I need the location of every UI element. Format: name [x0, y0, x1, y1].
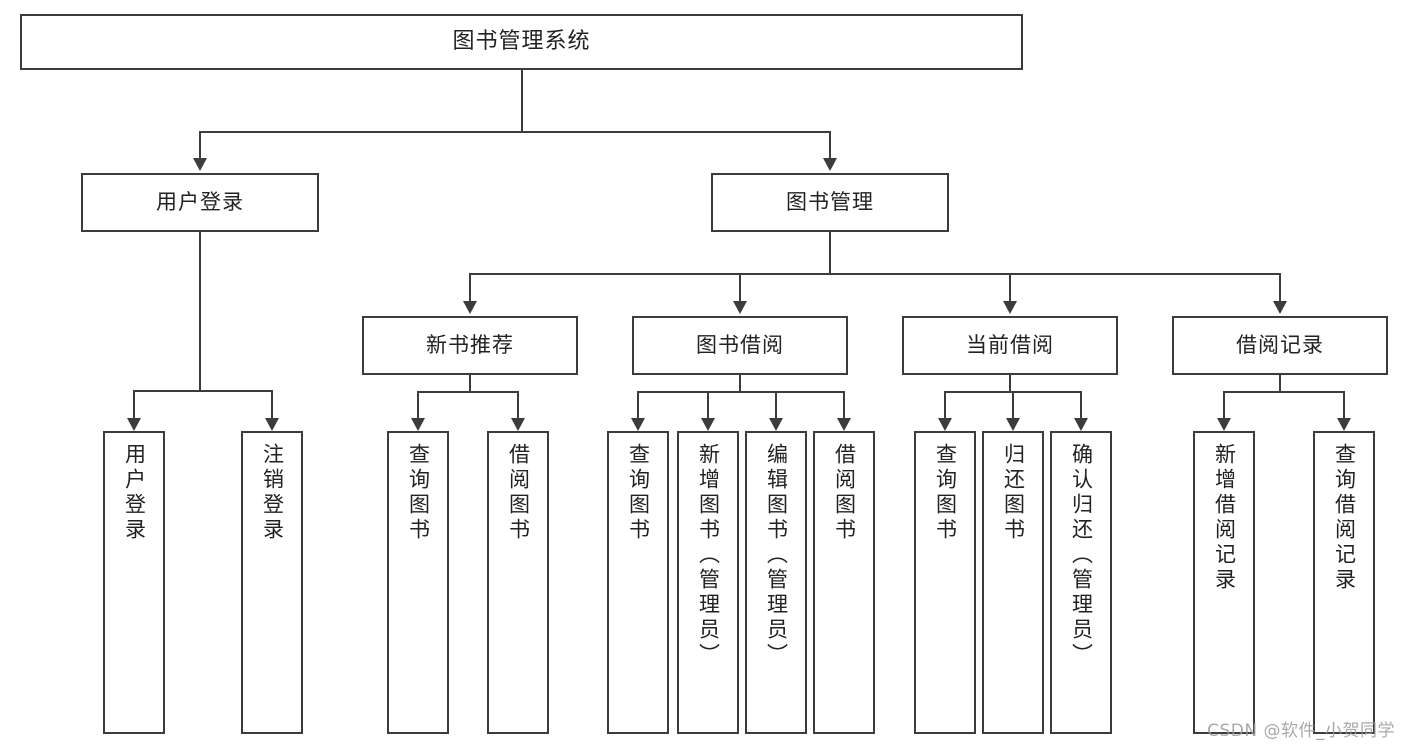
arrow-to-leaf-logout [265, 418, 279, 431]
node-label: 用户登录 [156, 190, 244, 215]
node-label: 查询图书 [933, 443, 958, 543]
edge-current-borrow-drop-1 [944, 391, 946, 421]
arrow-to-leaf-query-book-2 [631, 418, 645, 431]
edge-level2-drop-borrow-record [1279, 273, 1281, 304]
arrow-to-leaf-edit-book [769, 418, 783, 431]
csdn-watermark: CSDN @软件_小贺同学 [1207, 721, 1395, 741]
edge-user-login-drop-2 [271, 390, 273, 421]
leaf-logout[interactable]: 注销登录 [241, 431, 303, 734]
edge-level1-drop-book-management [829, 131, 831, 161]
node-root-book-management-system[interactable]: 图书管理系统 [20, 14, 1023, 70]
arrow-to-leaf-return-book [1006, 418, 1020, 431]
arrow-to-leaf-borrow-book-2 [837, 418, 851, 431]
arrow-to-leaf-confirm-return [1074, 418, 1088, 431]
edge-level2-drop-new-book [469, 273, 471, 304]
node-label: 确认归还（管理员） [1069, 443, 1094, 668]
leaf-borrow-book-borrow[interactable]: 借阅图书 [813, 431, 875, 734]
node-label: 借阅图书 [832, 443, 857, 543]
node-book-borrow[interactable]: 图书借阅 [632, 316, 848, 375]
arrow-to-leaf-user-login [127, 418, 141, 431]
leaf-query-borrow-record[interactable]: 查询借阅记录 [1313, 431, 1375, 734]
node-label: 查询图书 [406, 443, 431, 543]
leaf-borrow-book-recommend[interactable]: 借阅图书 [487, 431, 549, 734]
edge-user-login-drop-1 [133, 390, 135, 421]
arrow-to-leaf-add-book [701, 418, 715, 431]
node-new-book-recommend[interactable]: 新书推荐 [362, 316, 578, 375]
edge-borrow-record-drop-1 [1223, 391, 1225, 421]
edge-level2-drop-book-borrow [739, 273, 741, 304]
leaf-user-login[interactable]: 用户登录 [103, 431, 165, 734]
edge-book-borrow-drop-2 [707, 391, 709, 421]
node-label: 注销登录 [260, 443, 285, 543]
node-current-borrow[interactable]: 当前借阅 [902, 316, 1118, 375]
edge-book-borrow-stem [739, 375, 741, 393]
arrow-to-new-book-recommend [463, 301, 477, 314]
edge-book-borrow-drop-3 [775, 391, 777, 421]
node-label: 编辑图书（管理员） [764, 443, 789, 668]
edge-new-book-drop-2 [517, 391, 519, 421]
leaf-return-book[interactable]: 归还图书 [982, 431, 1044, 734]
edge-level2-drop-current-borrow [1009, 273, 1011, 304]
arrow-to-leaf-borrow-book-1 [511, 418, 525, 431]
node-label: 查询借阅记录 [1332, 443, 1357, 593]
arrow-to-borrow-record [1273, 301, 1287, 314]
leaf-add-borrow-record[interactable]: 新增借阅记录 [1193, 431, 1255, 734]
arrow-to-leaf-query-book-1 [411, 418, 425, 431]
node-label: 借阅记录 [1236, 333, 1324, 358]
node-label: 当前借阅 [966, 333, 1054, 358]
edge-user-login-bus [133, 390, 272, 392]
edge-root-stem [521, 70, 523, 132]
node-label: 归还图书 [1001, 443, 1026, 543]
leaf-edit-book-admin[interactable]: 编辑图书（管理员） [745, 431, 807, 734]
edge-borrow-record-drop-2 [1343, 391, 1345, 421]
edge-book-management-stem [829, 232, 831, 275]
edge-borrow-record-stem [1279, 375, 1281, 393]
arrow-to-book-management [823, 158, 837, 171]
arrow-to-current-borrow [1003, 301, 1017, 314]
arrow-to-book-borrow [733, 301, 747, 314]
edge-current-borrow-drop-2 [1012, 391, 1014, 421]
node-label: 图书借阅 [696, 333, 784, 358]
leaf-confirm-return-admin[interactable]: 确认归还（管理员） [1050, 431, 1112, 734]
edge-new-book-stem [469, 375, 471, 393]
arrow-to-leaf-query-book-3 [938, 418, 952, 431]
leaf-query-book-current[interactable]: 查询图书 [914, 431, 976, 734]
arrow-to-leaf-query-record [1337, 418, 1351, 431]
node-label: 新增图书（管理员） [696, 443, 721, 668]
node-label: 新增借阅记录 [1212, 443, 1237, 593]
arrow-to-leaf-add-record [1217, 418, 1231, 431]
edge-current-borrow-stem [1009, 375, 1011, 393]
node-label: 新书推荐 [426, 333, 514, 358]
edge-current-borrow-drop-3 [1080, 391, 1082, 421]
edge-book-borrow-bus [637, 391, 845, 393]
node-label: 图书管理 [786, 190, 874, 215]
leaf-add-book-admin[interactable]: 新增图书（管理员） [677, 431, 739, 734]
edge-book-borrow-drop-4 [843, 391, 845, 421]
node-user-login[interactable]: 用户登录 [81, 173, 319, 232]
edge-new-book-bus [417, 391, 519, 393]
edge-level2-bus [469, 273, 1281, 275]
node-label: 借阅图书 [506, 443, 531, 543]
leaf-query-book-borrow[interactable]: 查询图书 [607, 431, 669, 734]
edge-book-borrow-drop-1 [637, 391, 639, 421]
node-label: 用户登录 [122, 443, 147, 543]
node-book-management[interactable]: 图书管理 [711, 173, 949, 232]
edge-new-book-drop-1 [417, 391, 419, 421]
edge-user-login-stem [199, 232, 201, 392]
edge-borrow-record-bus [1223, 391, 1345, 393]
arrow-to-user-login [193, 158, 207, 171]
edge-level1-bus [199, 131, 831, 133]
edge-level1-drop-user-login [199, 131, 201, 161]
leaf-query-book-recommend[interactable]: 查询图书 [387, 431, 449, 734]
node-borrow-record[interactable]: 借阅记录 [1172, 316, 1388, 375]
node-label: 图书管理系统 [452, 29, 591, 55]
node-label: 查询图书 [626, 443, 651, 543]
